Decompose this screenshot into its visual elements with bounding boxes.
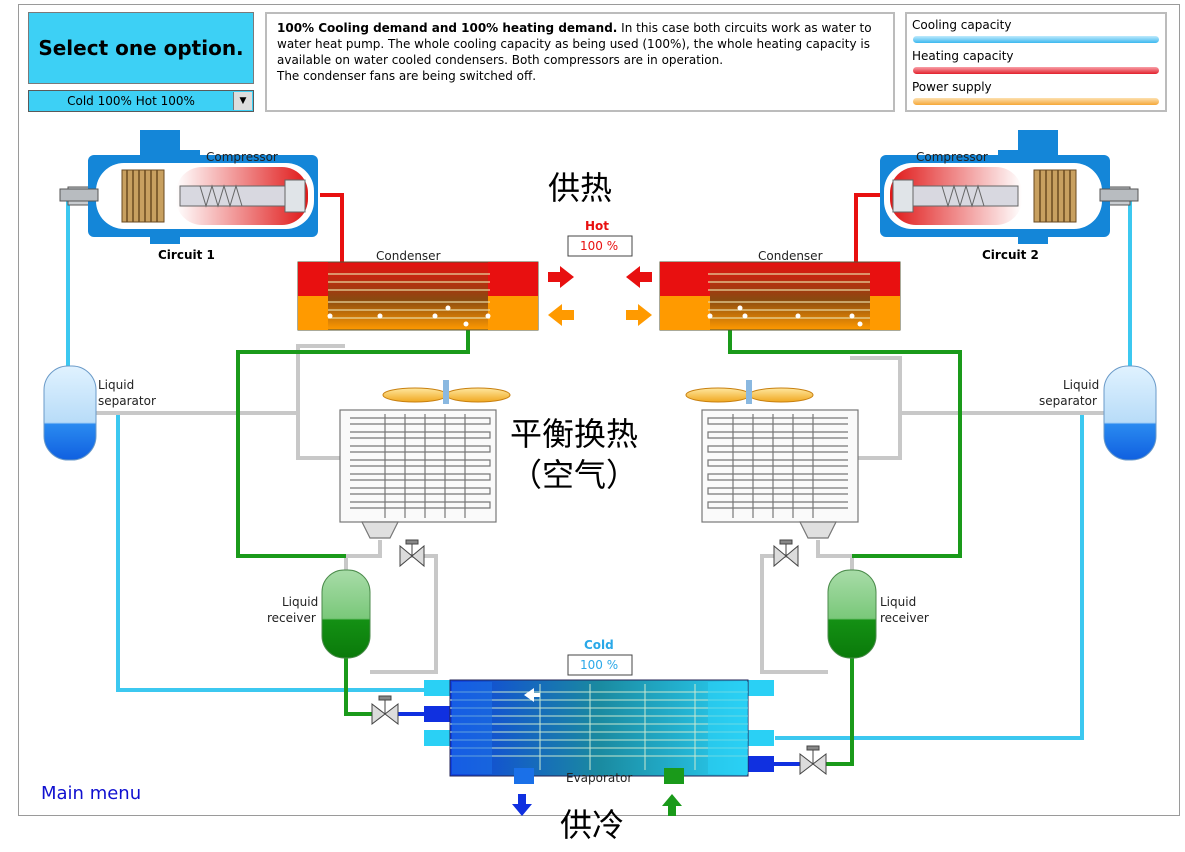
legend-panel: Cooling capacity Heating capacity Power … xyxy=(905,12,1167,112)
expansion-valve-right-icon xyxy=(799,745,827,776)
condenser-right-label: Condenser xyxy=(758,249,823,263)
separator-right-label-1: Liquid xyxy=(1063,378,1099,392)
select-option-title: Select one option. xyxy=(28,12,254,84)
separator-left-label-1: Liquid xyxy=(98,378,134,392)
description-text: In this case both circuits work as water… xyxy=(277,21,872,67)
legend-cooling-label: Cooling capacity xyxy=(912,18,1012,32)
liquid-receiver-left xyxy=(321,569,371,659)
hot-value-box xyxy=(567,235,633,257)
cold-value-box xyxy=(567,654,633,676)
legend-power: Power supply xyxy=(910,78,1162,109)
compressor-right-label: Compressor xyxy=(916,150,988,164)
receiver-left-label-2: receiver xyxy=(267,611,316,625)
valve-right-upper-icon xyxy=(773,539,799,568)
separator-right-label-2: separator xyxy=(1039,394,1097,408)
circuit2-label: Circuit 2 xyxy=(982,248,1039,262)
receiver-right-label-1: Liquid xyxy=(880,595,916,609)
dropdown-arrow-icon[interactable]: ▼ xyxy=(233,92,252,110)
description-heading: 100% Cooling demand and 100% heating dem… xyxy=(277,21,618,35)
hot-label: Hot xyxy=(585,219,609,233)
evaporator xyxy=(424,679,774,784)
cold-value: 100 % xyxy=(580,658,618,672)
liquid-separator-right xyxy=(1103,365,1157,461)
hot-flow-arrows xyxy=(548,266,652,326)
legend-heating: Heating capacity xyxy=(910,47,1162,78)
cn-balance-label-2: （空气） xyxy=(510,456,638,494)
legend-heating-bar xyxy=(913,67,1159,74)
fan-left-icon xyxy=(382,380,511,404)
pipes xyxy=(66,193,1132,766)
cold-out-arrow-icon xyxy=(512,794,532,816)
legend-cooling-bar xyxy=(913,36,1159,43)
receiver-left-label-1: Liquid xyxy=(282,595,318,609)
condenser-left xyxy=(297,261,539,331)
compressor-left-label: Compressor xyxy=(206,150,278,164)
mode-description: 100% Cooling demand and 100% heating dem… xyxy=(265,12,895,112)
evaporator-label: Evaporator xyxy=(566,771,632,785)
condenser-right xyxy=(659,261,901,331)
condenser-left-label: Condenser xyxy=(376,249,441,263)
cold-return-arrow-icon xyxy=(662,794,682,816)
air-coil-left xyxy=(339,409,497,539)
cn-balance-label-1: 平衡换热 xyxy=(510,415,638,453)
cold-label: Cold xyxy=(584,638,614,652)
legend-cooling: Cooling capacity xyxy=(910,16,1162,47)
mode-dropdown[interactable]: Cold 100% Hot 100% ▼ xyxy=(28,90,254,112)
cn-heat-supply-label: 供热 xyxy=(548,169,612,207)
main-menu-link[interactable]: Main menu xyxy=(41,783,142,804)
compressor-left xyxy=(59,130,318,244)
separator-left-label-2: separator xyxy=(98,394,156,408)
description-line2: The condenser fans are being switched of… xyxy=(277,69,537,83)
compressor-right xyxy=(880,130,1139,244)
liquid-receiver-right xyxy=(827,569,877,659)
air-coil-right xyxy=(701,409,859,539)
hot-value: 100 % xyxy=(580,239,618,253)
receiver-right-label-2: receiver xyxy=(880,611,929,625)
expansion-valve-left-icon xyxy=(371,695,399,726)
legend-power-bar xyxy=(913,98,1159,105)
legend-heating-label: Heating capacity xyxy=(912,49,1014,63)
legend-power-label: Power supply xyxy=(912,80,992,94)
valve-left-upper-icon xyxy=(399,539,425,568)
liquid-separator-left xyxy=(43,365,97,461)
dropdown-value: Cold 100% Hot 100% xyxy=(67,94,195,108)
cn-cold-supply-label: 供冷 xyxy=(560,806,624,844)
circuit1-label: Circuit 1 xyxy=(158,248,215,262)
fan-right-icon xyxy=(685,380,814,404)
